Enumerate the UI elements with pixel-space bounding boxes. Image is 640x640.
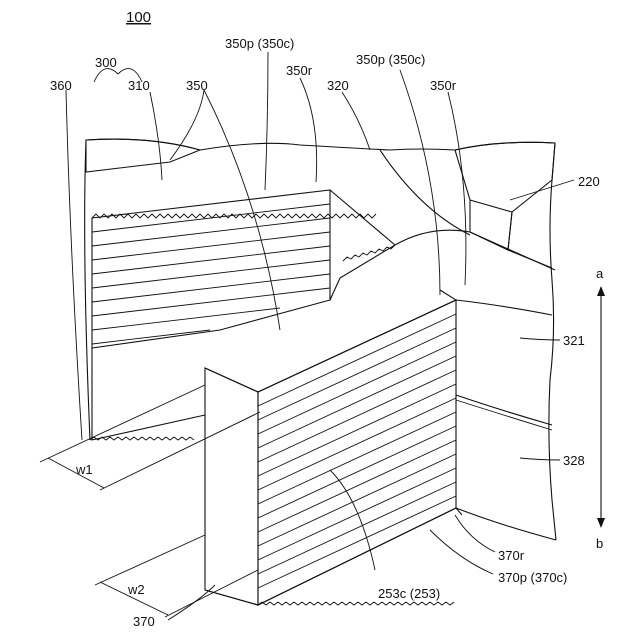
label-328: 328 [563, 453, 585, 468]
strip-370p [258, 602, 454, 605]
upper-slab-outline [86, 139, 556, 540]
label-220: 220 [578, 174, 600, 189]
face-328-divider [456, 395, 552, 425]
direction-arrow-ab [597, 286, 605, 528]
slot-serrated [343, 245, 395, 261]
lamination-block-upper [92, 190, 376, 348]
label-350r-top: 350r [286, 63, 313, 78]
label-360: 360 [50, 78, 72, 93]
label-370: 370 [133, 614, 155, 629]
block-220-front [470, 200, 552, 268]
face-328-divider2 [456, 400, 552, 430]
label-350: 350 [186, 78, 208, 93]
lower-block-top [205, 290, 456, 392]
label-350p-top: 350p (350c) [225, 36, 294, 51]
slot-back-edge [395, 230, 555, 270]
label-370p: 370p (370c) [498, 570, 567, 585]
label-320: 320 [327, 78, 349, 93]
dimension-w2 [95, 535, 258, 617]
label-300: 300 [95, 55, 117, 70]
label-w2: w2 [127, 582, 145, 597]
label-370r: 370r [498, 548, 525, 563]
label-321: 321 [563, 333, 585, 348]
strip-360 [86, 139, 200, 172]
label-253c: 253c (253) [378, 586, 440, 601]
label-350r-right: 350r [430, 78, 457, 93]
left-cut-edge [85, 140, 90, 440]
block-220 [455, 142, 555, 250]
label-a: a [596, 266, 604, 281]
label-310: 310 [128, 78, 150, 93]
leader-lines [66, 52, 574, 620]
label-350p-right: 350p (350c) [356, 52, 425, 67]
figure-ref: 100 [126, 9, 151, 26]
lower-block-side [205, 368, 258, 605]
face-321 [456, 300, 552, 315]
label-b: b [596, 536, 603, 551]
slot-320 [330, 190, 395, 300]
left-block-bottom [92, 348, 205, 440]
slot-back-curve [380, 150, 470, 235]
label-w1: w1 [75, 462, 93, 477]
